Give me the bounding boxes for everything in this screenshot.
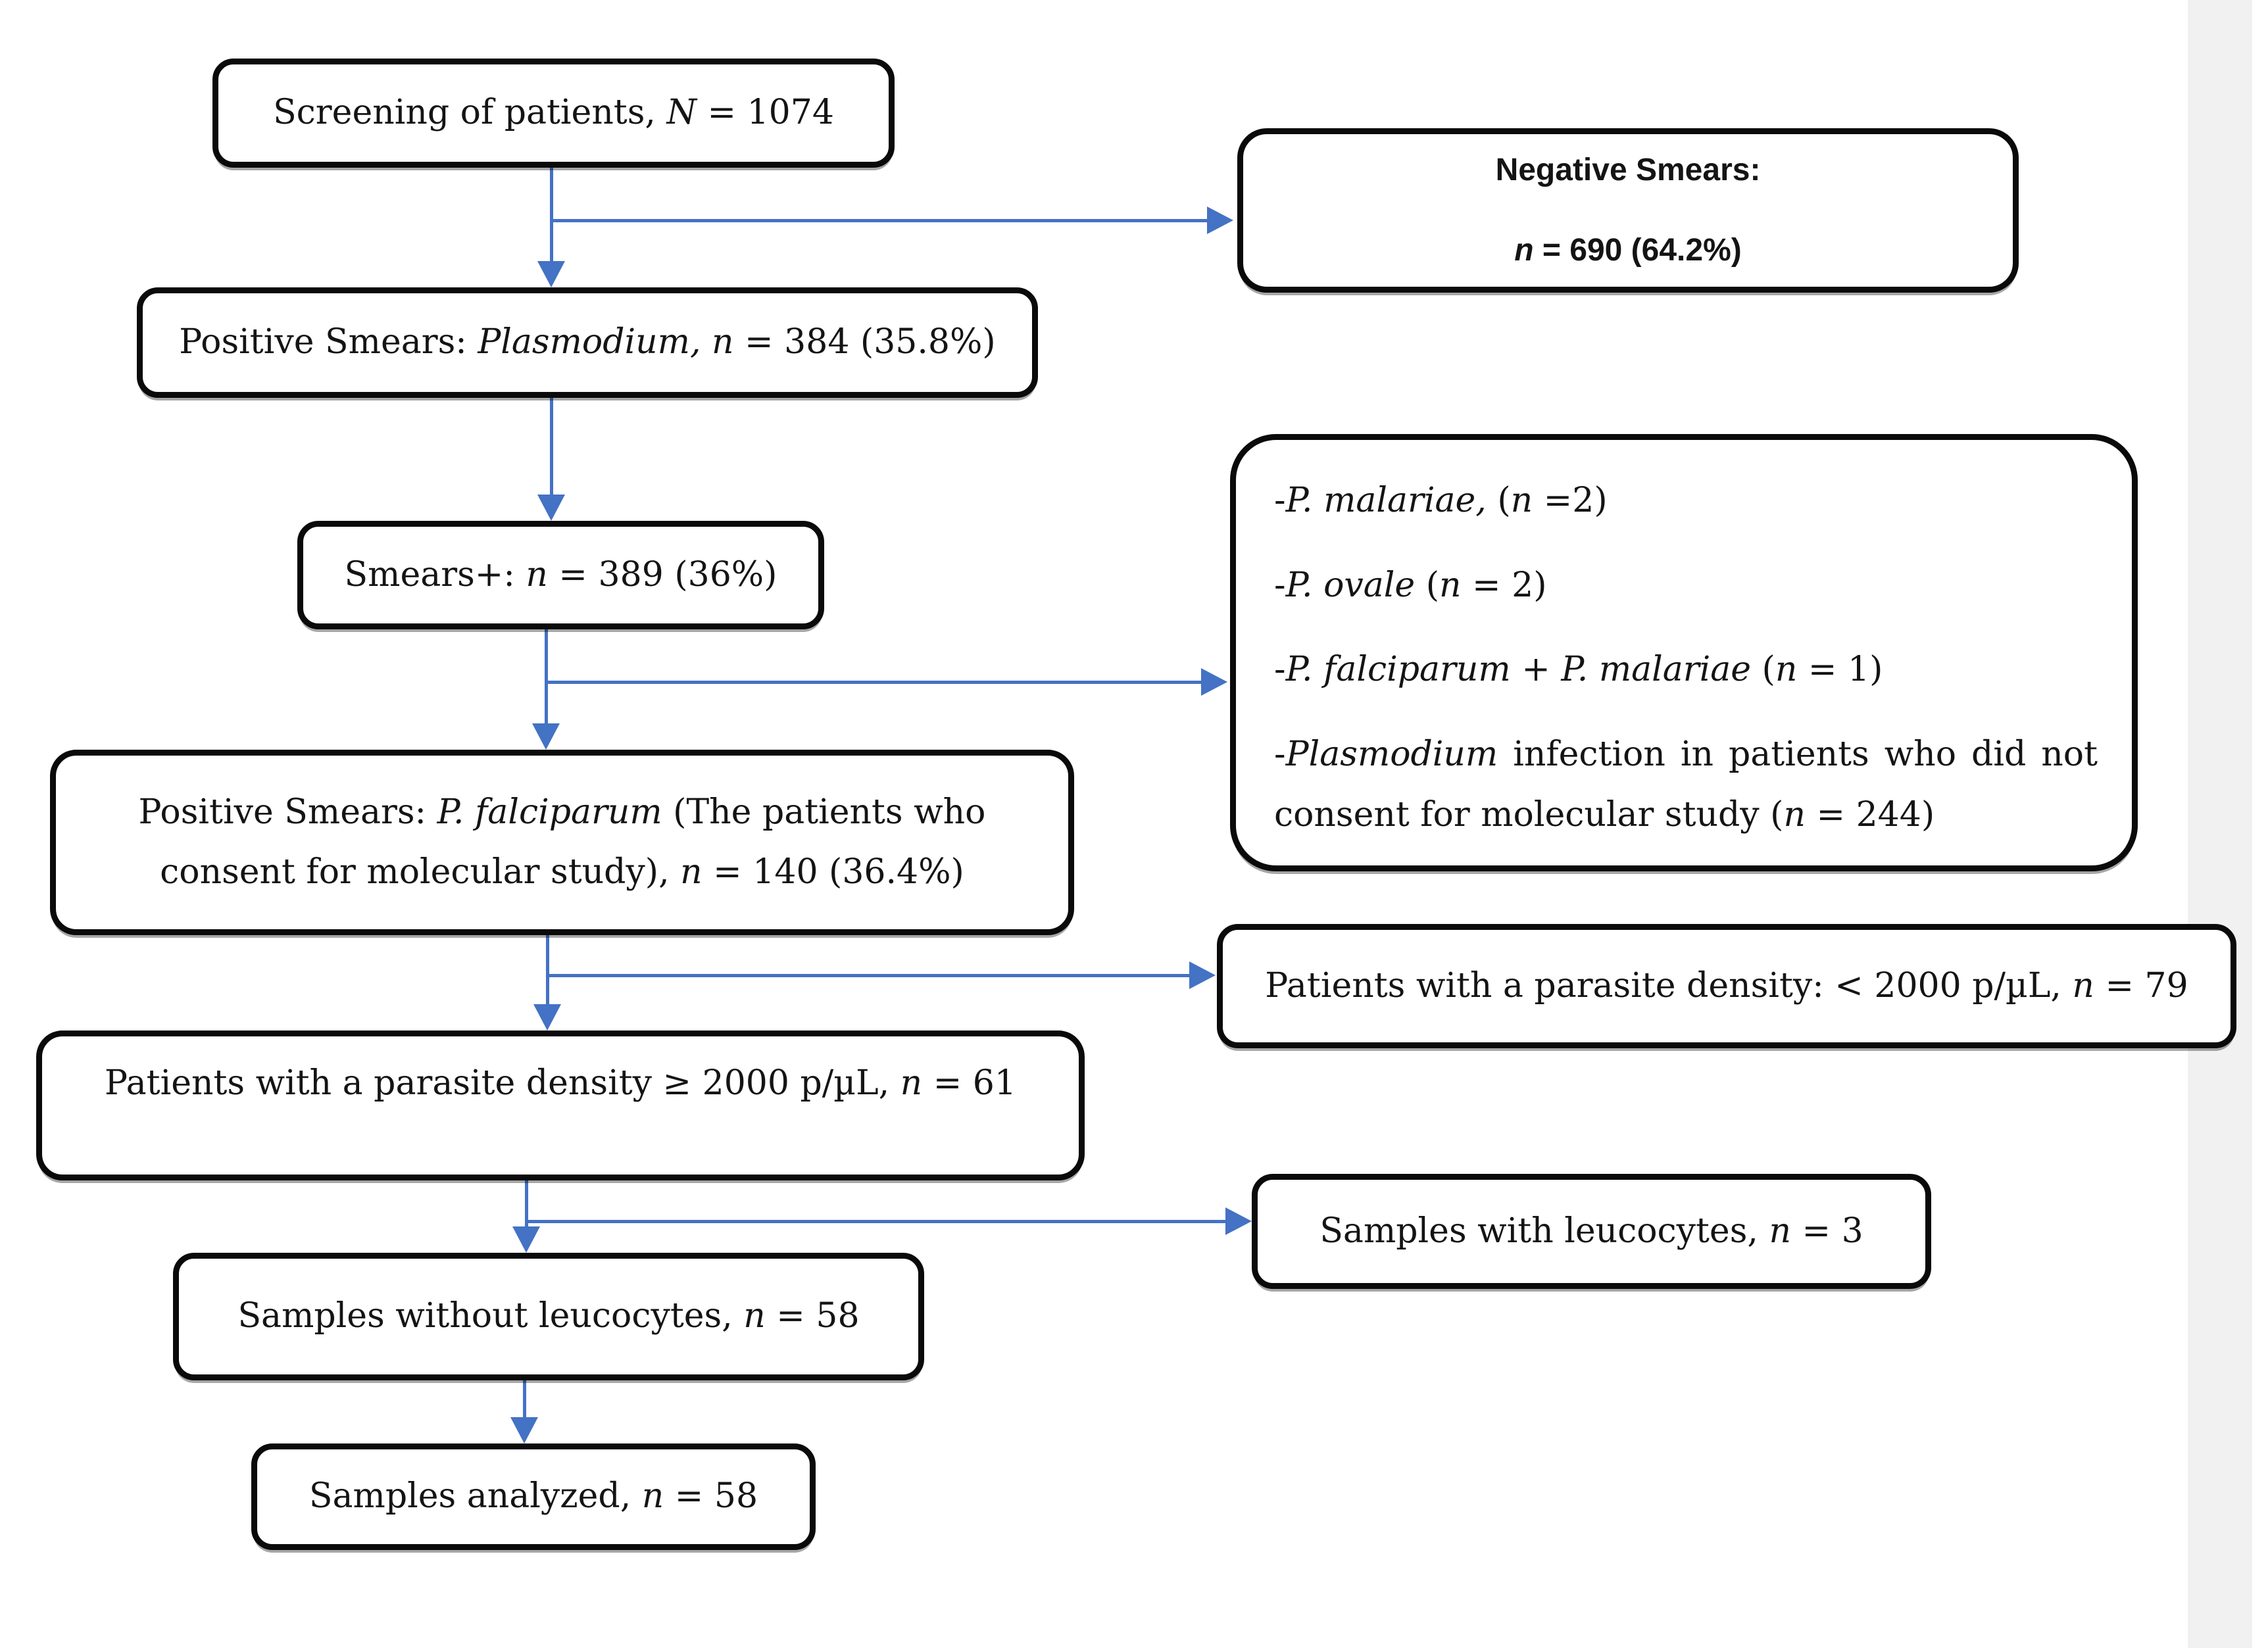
other-species-entry-2: -P. ovale (n = 2) [1274,565,1547,605]
node-high-density: Patients with a parasite density ≥ 2000 … [36,1030,1085,1180]
connector-falciparum-to-highdensity-line [546,935,549,1004]
arrowhead-smearsplus-to-falciparum [532,723,560,750]
arrowhead-positive-to-smearsplus [537,495,565,521]
connector-screening-to-positive-line [550,168,553,261]
negative-smears-count: n = 690 (64.2%) [1514,233,1742,268]
node-without-leucocytes: Samples without leucocytes, n = 58 [173,1253,924,1380]
node-screening-label: Screening of patients, N = 1074 [273,93,834,133]
node-high-density-label: Patients with a parasite density ≥ 2000 … [105,1063,1016,1103]
arrowhead-branch-to-negative [1207,206,1233,234]
node-without-leucocytes-label: Samples without leucocytes, n = 58 [237,1296,860,1336]
node-with-leucocytes-label: Samples with leucocytes, n = 3 [1319,1211,1863,1251]
connector-positive-to-smearsplus-line [550,398,553,495]
node-falciparum-consent-label: Positive Smears: P. falciparum (The pati… [138,792,986,892]
arrowhead-branch-to-other-species [1201,668,1227,696]
connector-branch-to-lowdensity-line [547,974,1189,977]
arrowhead-branch-to-withleuco [1225,1207,1252,1235]
other-species-entry-1: -P. malariae, (n =2) [1274,481,1608,520]
node-positive-smears: Positive Smears: Plasmodium, n = 384 (35… [137,287,1038,398]
connector-highdensity-to-withoutleuco-line [525,1180,528,1226]
connector-smearsplus-to-falciparum-line [545,629,548,723]
node-with-leucocytes: Samples with leucocytes, n = 3 [1252,1174,1931,1289]
node-low-density-label: Patients with a parasite density: < 2000… [1265,965,2188,1006]
arrowhead-withoutleuco-to-analyzed [510,1417,538,1443]
node-smears-plus-label: Smears+: n = 389 (36%) [344,554,777,594]
arrowhead-branch-to-lowdensity [1189,961,1216,989]
node-analyzed: Samples analyzed, n = 58 [251,1443,816,1550]
node-other-species: -P. malariae, (n =2) -P. ovale (n = 2) -… [1230,434,2138,871]
other-species-entry-3: -P. falciparum + P. malariae (n = 1) [1274,650,1883,690]
connector-branch-to-withleuco-line [526,1220,1225,1223]
arrowhead-falciparum-to-highdensity [533,1004,561,1030]
node-analyzed-label: Samples analyzed, n = 58 [308,1476,758,1516]
negative-smears-title: Negative Smears: [1495,153,1761,188]
page-edge-strip [2188,0,2252,1648]
arrowhead-highdensity-to-withoutleuco [512,1226,540,1253]
node-falciparum-consent: Positive Smears: P. falciparum (The pati… [50,750,1074,935]
connector-branch-to-negative-line [551,219,1207,222]
node-screening: Screening of patients, N = 1074 [212,59,895,168]
connector-withoutleuco-to-analyzed-line [523,1380,526,1417]
arrowhead-screening-to-positive [537,261,565,287]
other-species-entry-4: -Plasmodium infection in patients who di… [1274,734,2098,835]
node-positive-smears-label: Positive Smears: Plasmodium, n = 384 (35… [179,322,996,362]
node-low-density: Patients with a parasite density: < 2000… [1217,924,2236,1048]
connector-branch-to-other-species-line [546,681,1201,684]
node-negative-smears: Negative Smears: n = 690 (64.2%) [1237,128,2019,293]
node-smears-plus: Smears+: n = 389 (36%) [297,521,824,629]
